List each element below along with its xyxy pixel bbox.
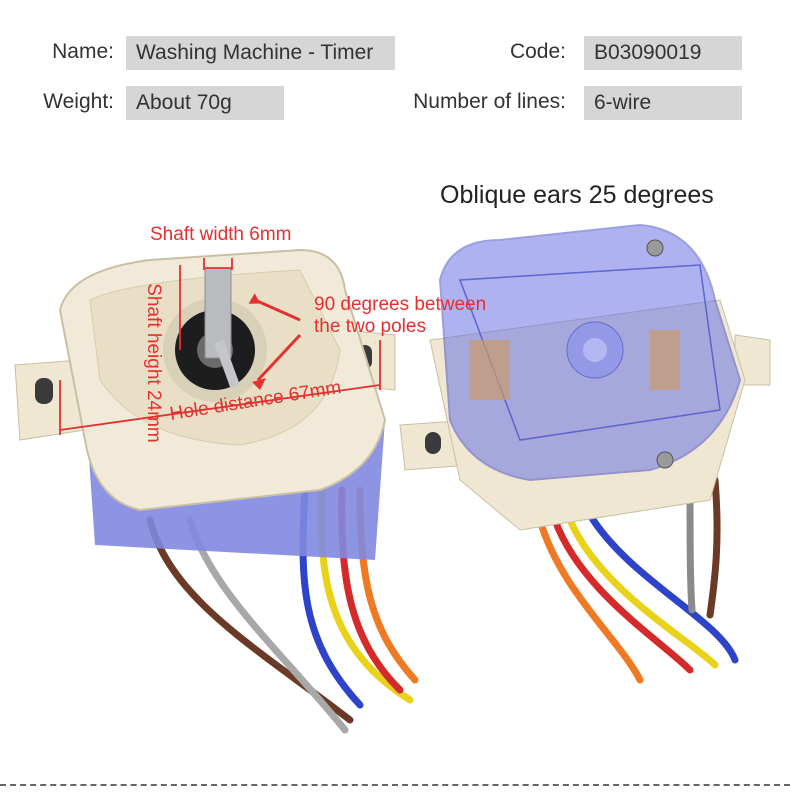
bottom-separator <box>0 784 790 786</box>
name-label: Name: <box>52 40 114 63</box>
angle-label-line2: the two poles <box>314 316 426 337</box>
name-value: Washing Machine - Timer <box>126 36 395 70</box>
angle-label-line1: 90 degrees between <box>314 294 487 315</box>
weight-value: About 70g <box>126 86 284 120</box>
shaft-height-label: Shaft height 24mm <box>143 283 164 443</box>
weight-label: Weight: <box>43 90 114 113</box>
left-timer-image <box>14 248 419 734</box>
shaft-width-label: Shaft width 6mm <box>150 224 292 245</box>
right-timer-image <box>399 223 771 684</box>
code-label: Code: <box>509 40 566 63</box>
lines-value: 6-wire <box>584 86 742 120</box>
oblique-ears-caption: Oblique ears 25 degrees <box>440 181 714 209</box>
lines-label: Number of lines: <box>413 90 566 113</box>
code-value: B03090019 <box>584 36 742 70</box>
